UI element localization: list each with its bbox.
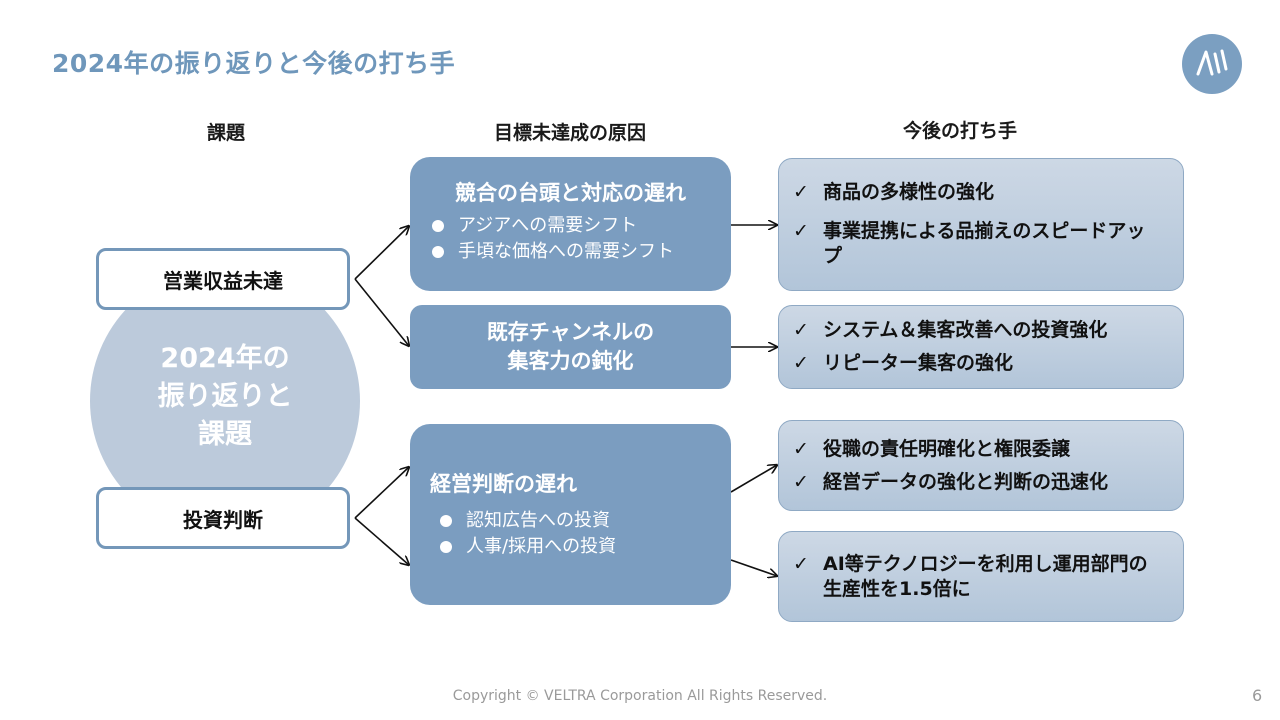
cause-title: 競合の台頭と対応の遅れ	[455, 181, 686, 205]
check-icon: ✓	[793, 181, 809, 203]
arrow-invest-to-decision-top	[354, 467, 409, 519]
action-item: ✓ AI等テクノロジーを利用し運用部門の生産性を1.5倍に	[793, 552, 1153, 602]
check-icon: ✓	[793, 437, 809, 460]
header-issues: 課題	[206, 122, 245, 144]
action-text: システム＆集客改善への投資強化	[823, 319, 1108, 341]
summary-circle-text: 2024年の 振り返りと 課題	[110, 340, 340, 454]
cause-box-decision: 経営判断の遅れ 認知広告への投資 人事/採用への投資	[410, 424, 731, 605]
action-text: 事業提携による品揃えのスピードアップ	[823, 220, 1146, 267]
header-causes: 目標未達成の原因	[493, 122, 646, 144]
cause-box-competition: 競合の台頭と対応の遅れ アジアへの需要シフト 手頃な価格への需要シフト	[410, 157, 731, 291]
action-item: ✓ リピーター集客の強化	[793, 351, 1153, 376]
action-item: ✓ システム＆集客改善への投資強化	[793, 318, 1153, 343]
issue-box-revenue: 営業収益未達	[96, 248, 350, 310]
check-icon: ✓	[793, 470, 809, 493]
arrow-invest-to-decision-bottom	[354, 517, 409, 565]
cause-title-line-2: 集客力の鈍化	[507, 349, 634, 373]
action-text: 商品の多様性の強化	[823, 181, 995, 203]
action-item: ✓ 役職の責任明確化と権限委譲	[793, 437, 1153, 462]
check-icon: ✓	[793, 319, 809, 341]
check-icon: ✓	[793, 220, 809, 242]
cause-bullet: 人事/採用への投資	[436, 534, 713, 560]
circle-line-3: 課題	[198, 419, 252, 450]
arrow-decision-to-actions-bottom	[730, 559, 777, 576]
action-box-ai: ✓ AI等テクノロジーを利用し運用部門の生産性を1.5倍に	[778, 531, 1184, 622]
action-text: 経営データの強化と判断の迅速化	[823, 470, 1109, 493]
action-item: ✓ 事業提携による品揃えのスピードアップ	[793, 219, 1153, 269]
cause-bullet: 認知広告への投資	[436, 508, 713, 534]
arrow-revenue-to-competition	[354, 226, 409, 280]
action-text: AI等テクノロジーを利用し運用部門の生産性を1.5倍に	[823, 552, 1148, 600]
check-icon: ✓	[793, 352, 809, 374]
action-item: ✓ 商品の多様性の強化	[793, 180, 1153, 205]
circle-line-2: 振り返りと	[157, 381, 293, 412]
check-icon: ✓	[793, 552, 809, 575]
copyright-footer: Copyright © VELTRA Corporation All Right…	[452, 688, 828, 704]
issue-box-investment: 投資判断	[96, 487, 350, 549]
header-actions: 今後の打ち手	[902, 120, 1017, 142]
action-text: リピーター集客の強化	[823, 352, 1014, 374]
slide-title: 2024年の振り返りと今後の打ち手	[52, 49, 456, 78]
circle-line-1: 2024年の	[160, 343, 290, 374]
arrow-revenue-to-channel	[354, 278, 409, 346]
cause-box-channel: 既存チャンネルの 集客力の鈍化	[410, 305, 731, 389]
cause-bullet: アジアへの需要シフト	[428, 213, 713, 239]
action-text: 役職の責任明確化と権限委譲	[823, 437, 1071, 460]
page-number: 6	[1252, 686, 1263, 705]
cause-title: 経営判断の遅れ	[430, 472, 577, 496]
arrow-decision-to-actions-top	[730, 465, 777, 493]
action-box-product: ✓ 商品の多様性の強化 ✓ 事業提携による品揃えのスピードアップ	[778, 158, 1184, 291]
action-box-management: ✓ 役職の責任明確化と権限委譲 ✓ 経営データの強化と判断の迅速化	[778, 420, 1184, 511]
action-item: ✓ 経営データの強化と判断の迅速化	[793, 470, 1153, 495]
action-box-system: ✓ システム＆集客改善への投資強化 ✓ リピーター集客の強化	[778, 305, 1184, 389]
logo-icon	[1182, 34, 1242, 94]
cause-title-line-1: 既存チャンネルの	[486, 320, 655, 344]
cause-bullets: 認知広告への投資 人事/採用への投資	[430, 508, 713, 560]
cause-bullet: 手頃な価格への需要シフト	[428, 239, 713, 265]
cause-bullets: アジアへの需要シフト 手頃な価格への需要シフト	[428, 213, 713, 265]
